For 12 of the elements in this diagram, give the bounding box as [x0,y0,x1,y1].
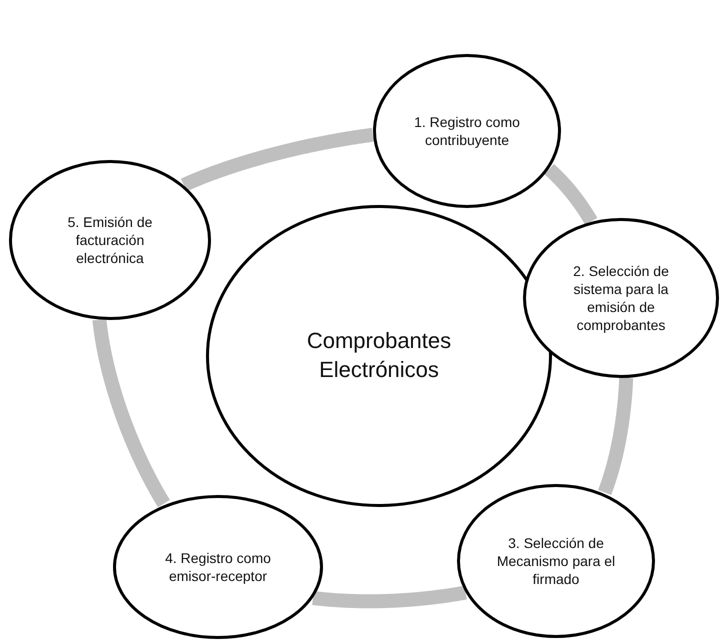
step-label: 5. Emisión de facturación electrónica [66,212,154,268]
step-label: 1. Registro como contribuyente [413,112,521,150]
step-ellipse [457,484,655,638]
center-title: Comprobantes Electrónicos [306,327,452,384]
step-label: 2. Selección de sistema para la emisión de comprobantes [572,262,670,334]
step-label: 3. Selección de Mecanismo para el firmado [496,534,616,588]
step-ellipse [373,54,561,208]
step-ellipse [113,495,323,639]
step-ellipse [523,218,719,378]
step-label: 4. Registro como emisor-receptor [164,548,272,586]
center-ellipse [206,205,552,507]
step-ellipse [9,160,211,320]
